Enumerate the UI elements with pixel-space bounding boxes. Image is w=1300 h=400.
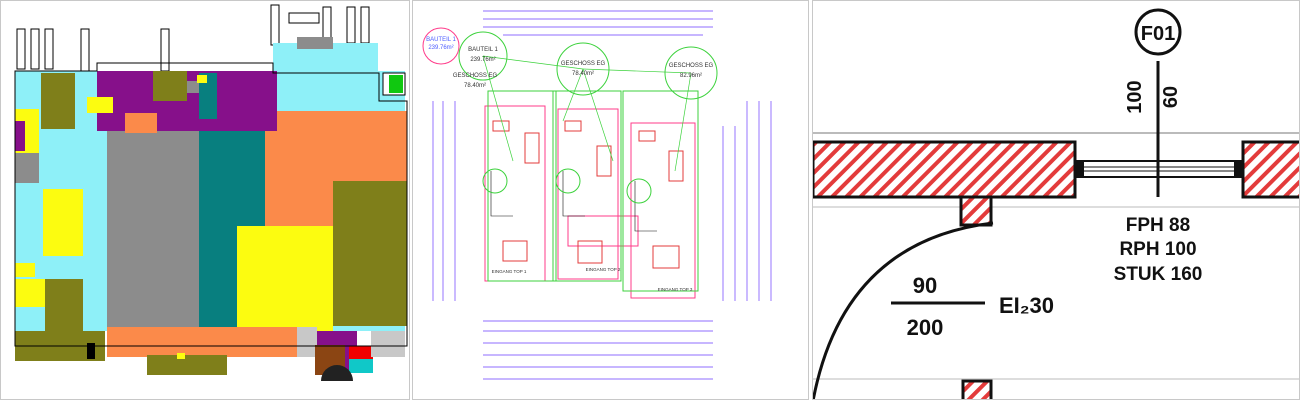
wall-section-detail: F01 100 60 FPH 88 RPH 100 STUK 160 90 20… xyxy=(812,0,1300,400)
note-rph: RPH 100 xyxy=(1119,239,1196,260)
entry-1-label: EINGANG TOP 1 xyxy=(492,269,527,274)
roof-vents xyxy=(16,4,370,72)
door-height: 200 xyxy=(907,315,944,340)
furniture xyxy=(492,120,684,269)
note-fph: FPH 88 xyxy=(1126,215,1190,236)
bubble-1-area: 239.76m² xyxy=(470,57,495,63)
side-dimension-lines xyxy=(432,101,772,301)
bottom-dimension-lines xyxy=(483,320,713,380)
door-swing-arc xyxy=(813,221,994,399)
door-width: 90 xyxy=(913,273,937,298)
bubble-4-name: GESCHOSS EG xyxy=(669,63,714,69)
bubble-2-area: 78.40m² xyxy=(464,83,486,89)
bubble-3-area: 78.40m² xyxy=(572,71,594,77)
stairs xyxy=(490,171,657,232)
bubble-1-name: BAUTEIL 1 xyxy=(468,47,498,53)
detail-tag: F01 xyxy=(1141,23,1175,45)
dimension-100: 100 xyxy=(1124,80,1146,113)
tag-circle xyxy=(1134,8,1182,56)
door-fire-rating: EI₂30 xyxy=(999,293,1054,318)
dimension-60: 60 xyxy=(1160,86,1182,108)
bubble-2-name: GESCHOSS EG xyxy=(453,73,498,79)
cad-plan-svg: BAUTEIL 1 239.76m² BAUTEIL 1 239.76m² GE… xyxy=(422,10,772,380)
note-stuk: STUK 160 xyxy=(1114,264,1203,285)
wall-right-hatched xyxy=(1241,140,1299,199)
bubble-4-area: 82.96m² xyxy=(680,73,702,79)
bubble-top-area: 239.76m² xyxy=(428,45,453,51)
wall-pier-lower xyxy=(961,379,993,399)
bubble-3-name: GESCHOSS EG xyxy=(561,61,606,67)
zone-plan-svg xyxy=(14,4,408,381)
leader-lines xyxy=(482,55,692,172)
cad-apartment-plan: BAUTEIL 1 239.76m² BAUTEIL 1 239.76m² GE… xyxy=(412,0,809,400)
color-zone-floor-plan xyxy=(0,0,410,400)
room-outlines xyxy=(487,90,699,292)
wall-pier xyxy=(959,195,993,227)
wall-left-hatched xyxy=(813,140,1077,199)
entry-3-label: EINGANG TOP 3 xyxy=(658,287,693,292)
detail-svg: F01 100 60 FPH 88 RPH 100 STUK 160 90 20… xyxy=(813,8,1299,399)
top-dimension-lines xyxy=(483,10,713,36)
bubble-top-name: BAUTEIL 1 xyxy=(426,37,456,43)
entry-2-label: EINGANG TOP 2 xyxy=(586,267,621,272)
